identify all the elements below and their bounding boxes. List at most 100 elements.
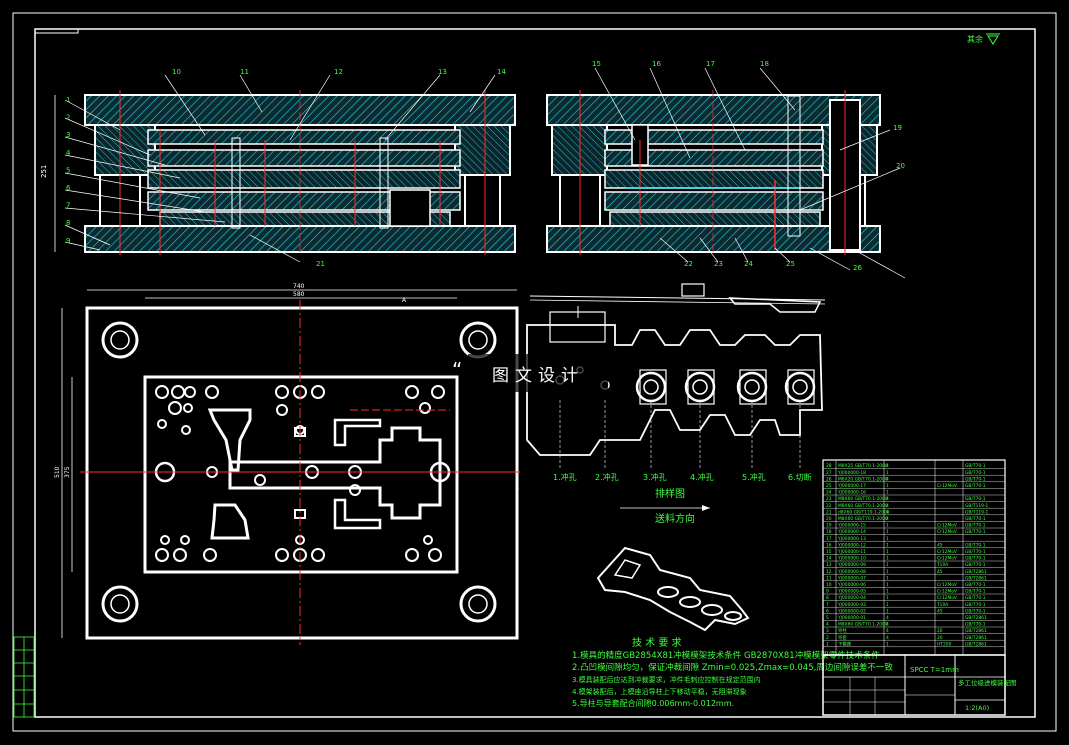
parts-row-cell: 下模座 [838, 640, 852, 647]
parts-row-cell: GB/T70-1 [965, 549, 986, 555]
parts-row-cell: GB/T2861 [965, 641, 987, 647]
parts-row-cell: Cr12MoV [937, 523, 957, 529]
parts-row-cell: GB/T70-1 [965, 562, 986, 568]
section-part-number: 12 [334, 68, 343, 76]
feed-direction-caption: 送料方向 [655, 512, 695, 525]
parts-row-cell: M6X20 GB/T70.1-2000 [838, 476, 888, 482]
parts-row-cell: 22 [826, 503, 832, 509]
parts-row-cell: Cr12MoV [937, 589, 957, 595]
frame-corner-mark [35, 29, 79, 34]
plan-width-dim: 740 [293, 283, 305, 290]
section-part-number: 26 [853, 264, 862, 272]
parts-row-cell: GB/T2861 [965, 615, 987, 621]
parts-row-cell: 12 [826, 569, 832, 575]
station-labels: 1.冲孔 2.冲孔 3.冲孔 4.冲孔 5.冲孔 6.切断 [553, 472, 812, 482]
parts-row-cell: 1 [886, 542, 889, 548]
parts-row-cell: 7 [826, 602, 829, 608]
parts-row-cell: Cr12MoV [937, 595, 957, 601]
parts-row-cell: 20 [937, 628, 943, 634]
parts-row-cell: 8 [826, 595, 829, 601]
parts-row-cell: YJ000000-16 [837, 490, 866, 496]
parts-row-cell: T10A [936, 602, 948, 608]
title-drawing-name: 多工位级进模装配图 [958, 678, 1017, 687]
left-part-number: 9 [66, 237, 70, 245]
left-part-number: 2 [66, 114, 70, 122]
parts-row-cell: 1 [886, 589, 889, 595]
parts-row-cell: 1 [886, 608, 889, 614]
left-part-number: 6 [66, 184, 71, 192]
parts-row-cell: 4 [886, 463, 889, 469]
parts-row-cell: YJ000000-06 [837, 582, 866, 588]
section-part-number: 14 [497, 68, 506, 76]
parts-row-cell: M8X60 GB/T70.1-2000 [838, 503, 888, 509]
parts-row-cell: 1 [826, 641, 829, 647]
parts-row-cell: 45 [937, 569, 943, 575]
parts-row-cell: YJ000000-15 [837, 523, 866, 529]
parts-row-cell: GB/T70-1 [965, 582, 986, 588]
parts-row-cell: 1 [886, 582, 889, 588]
left-part-number: 5 [66, 166, 70, 174]
parts-row-cell: 1 [886, 523, 889, 529]
parts-row-cell: YJ000000-08 [837, 569, 866, 575]
parts-row-cell: M8X60 GB/T70.1-2000 [838, 622, 888, 628]
parts-row-cell: 导柱 [838, 627, 847, 634]
section-part-number: 17 [706, 60, 715, 68]
title-block [822, 654, 1006, 716]
parts-row-cell: 1 [886, 562, 889, 568]
station-label-2: 2.冲孔 [595, 472, 619, 482]
part-leaders [64, 67, 906, 279]
parts-row-cell: GB/T70-1 [965, 556, 986, 562]
parts-row-cell: YJ000000-13 [837, 536, 866, 542]
parts-row-cell: 1 [886, 602, 889, 608]
parts-row-cell: 3 [826, 628, 829, 634]
parts-row-cell: 4 [886, 503, 889, 509]
tech-line-5: 5.导柱与导套配合间隙0.006mm-0.012mm. [572, 698, 734, 708]
parts-row-cell: YJ000000-10 [837, 556, 866, 562]
outer-frame [12, 12, 1057, 732]
parts-row-cell: 4 [886, 615, 889, 621]
parts-row-cell: GB/T70-1 [965, 622, 986, 628]
parts-row-cell: GB/T70-1 [965, 476, 986, 482]
parts-row-cell: 导套 [838, 634, 847, 641]
parts-row-cell: 1 [886, 556, 889, 562]
parts-row-cell: GB/T70-1 [965, 529, 986, 535]
parts-row-cell: GB/T70-1 [965, 589, 986, 595]
tech-title: 技 术 要 求 [632, 636, 682, 649]
plan-view [61, 289, 520, 645]
parts-row-cell: GB/T70-1 [965, 483, 986, 489]
parts-row-cell: M8X25 GB/T70.1-2000 [838, 463, 888, 469]
layout-caption: 排样图 [655, 487, 685, 500]
parts-row-cell: 5 [826, 615, 829, 621]
section-part-number: 18 [760, 60, 769, 68]
station-label-6: 6.切断 [788, 472, 812, 482]
section-part-number: 25 [786, 260, 795, 268]
parts-row-cell: GB/T70-1 [965, 595, 986, 601]
parts-row-cell: 1 [886, 641, 889, 647]
left-part-number: 4 [66, 149, 71, 157]
parts-row-cell: 45 [937, 542, 943, 548]
parts-row-cell: YJ000000-07 [837, 575, 866, 581]
title-drawing-number: 1:2(A0) [965, 704, 989, 712]
parts-row-cell: YJ000000-01 [837, 615, 866, 621]
parts-row-cell: 1 [886, 549, 889, 555]
parts-row-cell: 4 [886, 516, 889, 522]
station-label-4: 4.冲孔 [690, 472, 714, 482]
parts-row-cell: GB/T70-1 [965, 542, 986, 548]
parts-row-cell: M8X60 GB/T70.1-2000 [838, 496, 888, 502]
tech-line-2: 2.凸凹模间隙均匀，保证冲裁间隙 Zmin=0.025,Zmax=0.045,周… [572, 662, 893, 673]
roughness-icon [986, 33, 1000, 45]
parts-row-cell: 1 [886, 529, 889, 535]
parts-row-cell: 4 [886, 496, 889, 502]
parts-row-cell: M8X60 GB/T70.1-2000 [838, 516, 888, 522]
parts-row-cell: 24 [826, 490, 832, 496]
parts-row-cell: 6 [826, 608, 829, 614]
parts-row-cell: 1 [886, 536, 889, 542]
section-part-number: 23 [714, 260, 723, 268]
parts-row-cell: 4 [886, 476, 889, 482]
revision-strip [13, 636, 35, 718]
parts-row-cell: GB/T119-1 [965, 509, 989, 515]
section-tag-b: B [515, 485, 519, 492]
parts-row-cell: YJ000000-14 [837, 529, 866, 535]
